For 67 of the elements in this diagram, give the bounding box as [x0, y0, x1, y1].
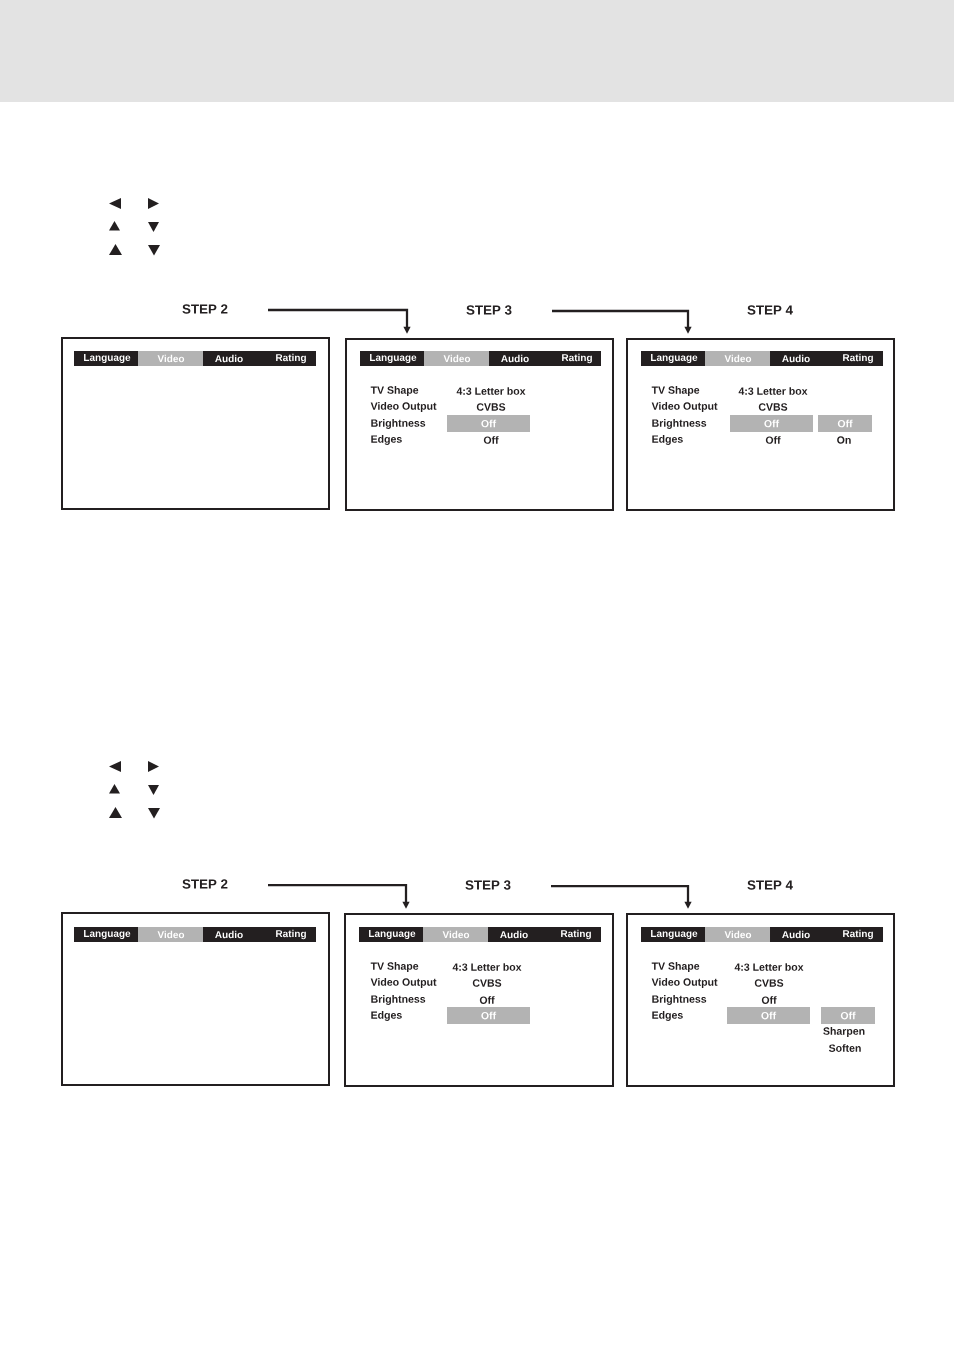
setting-label: Brightness	[371, 995, 426, 1005]
highlighted-value: Off	[447, 415, 530, 432]
setting-label: Video Output	[370, 402, 437, 412]
setting-value: 4:3 Letter box	[456, 387, 526, 395]
tab-label: Language	[369, 930, 416, 939]
tab-label: Audio	[215, 354, 243, 363]
highlighted-value: Off	[727, 1007, 810, 1024]
setting-label: Edges	[371, 435, 402, 445]
option-item: Soften	[828, 1044, 861, 1052]
setting-label: TV Shape	[651, 962, 700, 972]
setting-value: Off	[479, 996, 495, 1004]
tab-label: Audio	[501, 354, 529, 363]
tab-label: Audio	[215, 930, 243, 939]
setting-label: TV Shape	[651, 386, 700, 396]
setting-label: Video Output	[651, 978, 718, 988]
tab-label: Rating	[562, 353, 592, 364]
highlighted-option: Off	[818, 415, 872, 432]
setting-label: TV Shape	[370, 962, 419, 972]
step-heading: STEP 4	[747, 305, 793, 315]
setting-label: Brightness	[371, 419, 426, 429]
selected-tab: Video	[138, 351, 203, 366]
setting-label: Brightness	[652, 995, 707, 1005]
setting-label: Brightness	[652, 419, 707, 429]
tab-label: Audio	[782, 930, 810, 939]
tab-label: Language	[84, 354, 131, 363]
step-heading: STEP 2	[182, 304, 228, 314]
tab-label: Audio	[782, 354, 810, 363]
setting-value: 4:3 Letter box	[452, 963, 522, 971]
step-heading: STEP 4	[747, 880, 793, 890]
tab-label: Language	[84, 930, 131, 939]
setting-label: Video Output	[651, 402, 718, 412]
tab-label: Rating	[276, 353, 306, 364]
tab-label: Rating	[561, 929, 591, 940]
setting-label: Edges	[652, 1011, 683, 1021]
setting-label: TV Shape	[370, 386, 419, 396]
tab-label: Language	[651, 354, 698, 363]
setting-label: Edges	[371, 1011, 402, 1021]
step-heading: STEP 2	[182, 879, 228, 889]
setting-value: CVBS	[754, 979, 784, 987]
tab-label: Language	[651, 930, 698, 939]
selected-tab: Video	[705, 351, 770, 366]
option-item: On	[837, 436, 851, 444]
setting-label: Edges	[652, 435, 683, 445]
setting-value: Off	[761, 996, 777, 1004]
setting-value: CVBS	[758, 403, 788, 411]
setting-value: CVBS	[472, 979, 502, 987]
selected-tab: Video	[705, 927, 770, 942]
setting-label: Video Output	[370, 978, 437, 988]
selected-tab: Video	[138, 927, 203, 942]
setting-value: 4:3 Letter box	[738, 387, 808, 395]
tab-label: Audio	[500, 930, 528, 939]
tab-label: Language	[370, 354, 417, 363]
tab-label: Rating	[276, 929, 306, 940]
highlighted-value: Off	[447, 1007, 530, 1024]
step-heading: STEP 3	[466, 305, 512, 315]
option-item: Sharpen	[823, 1027, 865, 1037]
selected-tab: Video	[424, 351, 489, 366]
setting-value: Off	[765, 436, 781, 444]
highlighted-option: Off	[821, 1007, 875, 1024]
tab-label: Rating	[843, 353, 873, 364]
setting-value: Off	[483, 436, 499, 444]
step-heading: STEP 3	[465, 880, 511, 890]
setting-value: CVBS	[476, 403, 506, 411]
setting-value: 4:3 Letter box	[734, 963, 804, 971]
tab-label: Rating	[843, 929, 873, 940]
selected-tab: Video	[423, 927, 488, 942]
highlighted-value: Off	[730, 415, 813, 432]
